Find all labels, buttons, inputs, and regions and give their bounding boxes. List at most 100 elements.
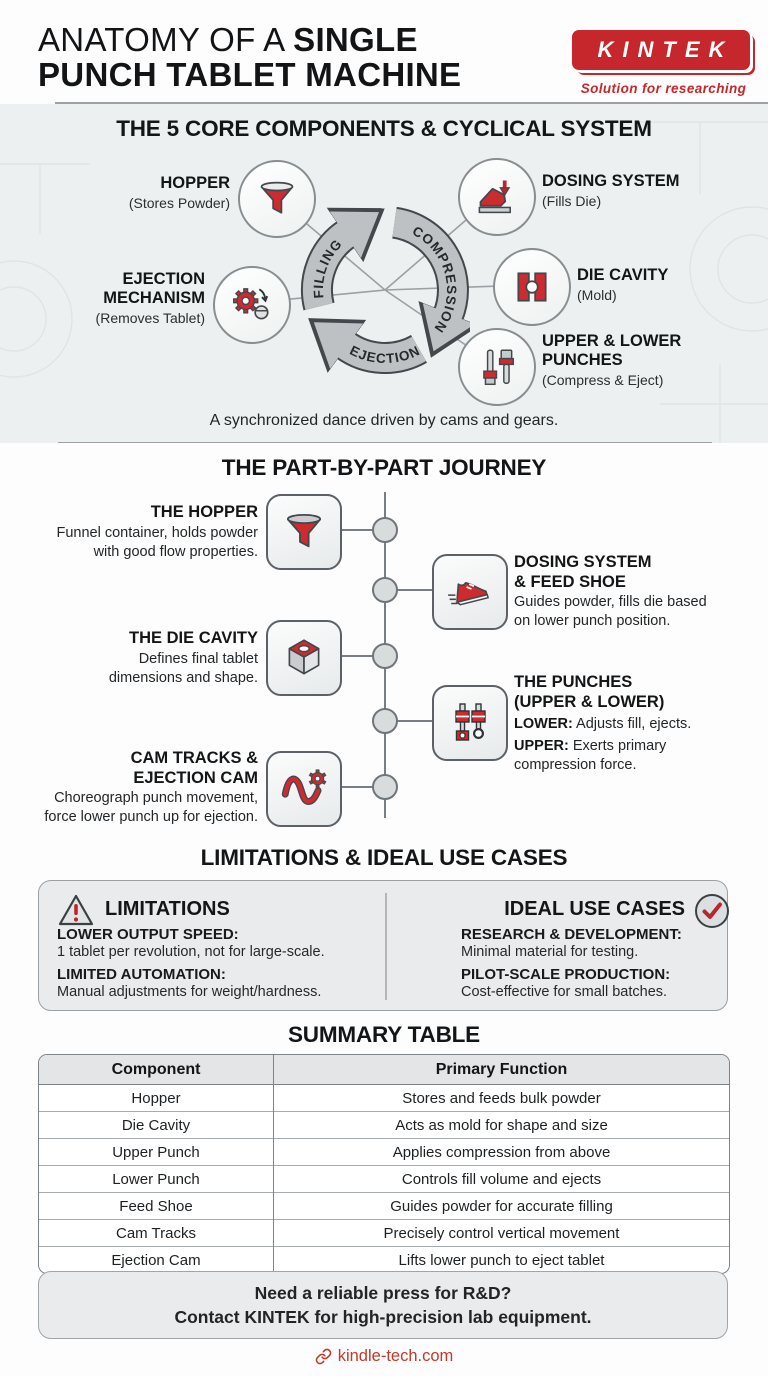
- die-cavity-icon: [517, 272, 547, 302]
- use-case-text: Minimal material for testing.: [461, 944, 639, 960]
- header-divider: [55, 102, 768, 104]
- limit-item-label: LOWER OUTPUT SPEED:: [57, 926, 239, 943]
- website-link-text: kindle-tech.com: [337, 1347, 454, 1365]
- stub: [336, 654, 385, 658]
- cell-function: Controls fill volume and ejects: [273, 1165, 729, 1193]
- use-case-text: Cost-effective for small batches.: [461, 984, 668, 1000]
- cta-line1: Need a reliable press for R&D?: [254, 1283, 512, 1303]
- cta-panel: Need a reliable press for R&D? Contact K…: [38, 1271, 728, 1339]
- limit-item-label: LIMITED AUTOMATION:: [57, 966, 226, 983]
- journey-punches-text: THE PUNCHES (UPPER & LOWER) LOWER: Adjus…: [514, 673, 692, 773]
- table-row: Hopper Stores and feeds bulk powder: [39, 1084, 729, 1112]
- cell-function: Precisely control vertical movement: [273, 1219, 729, 1247]
- journey-die-text: THE DIE CAVITY Defines final tablet dime…: [108, 629, 258, 686]
- page-title: ANATOMY OF A SINGLE PUNCH TABLET MACHINE: [38, 22, 461, 92]
- journey-title: THE PART-BY-PART JOURNEY: [221, 455, 547, 480]
- ideal-use-header: IDEAL USE CASES: [504, 898, 685, 920]
- die-cavity-node: [493, 248, 571, 326]
- title-bold: SINGLE: [293, 21, 418, 58]
- use-case-label: RESEARCH & DEVELOPMENT:: [461, 926, 682, 943]
- cell-component: Hopper: [39, 1084, 274, 1112]
- limits-panel: LIMITATIONS LOWER OUTPUT SPEED: 1 tablet…: [38, 880, 729, 1011]
- stub: [385, 719, 433, 723]
- cycle-label-ejection: EJECTION: [347, 343, 422, 366]
- hopper-label: HOPPER (Stores Powder): [128, 174, 230, 211]
- core-section-title: THE 5 CORE COMPONENTS & CYCLICAL SYSTEM: [116, 116, 652, 141]
- kintek-logo: KINTEK: [572, 30, 750, 70]
- title-line2: PUNCH TABLET MACHINE: [38, 56, 462, 93]
- funnel-icon: [286, 513, 322, 548]
- journey-section: THE PART-BY-PART JOURNEY THE HOPPER Funn…: [0, 443, 768, 845]
- journey-cam-box: [266, 751, 342, 827]
- dosing-label: DOSING SYSTEM (Fills Die): [542, 172, 680, 209]
- core-bottom-divider: [58, 441, 712, 443]
- timeline-node: [372, 774, 398, 800]
- hopper-node: [238, 160, 316, 238]
- cell-component: Feed Shoe: [39, 1192, 274, 1220]
- cell-function: Acts as mold for shape and size: [273, 1111, 729, 1139]
- limit-item-text: Manual adjustments for weight/hardness.: [57, 984, 322, 1000]
- table-header-row: Component Primary Function: [39, 1055, 729, 1085]
- journey-feedshoe-text: DOSING SYSTEM & FEED SHOE Guides powder,…: [514, 553, 707, 629]
- use-case-label: PILOT-SCALE PRODUCTION:: [461, 966, 671, 983]
- punch-pair-icon: [455, 703, 486, 741]
- stub: [336, 785, 385, 789]
- core-components-section: THE 5 CORE COMPONENTS & CYCLICAL SYSTEM: [0, 104, 768, 443]
- timeline-node: [372, 643, 398, 669]
- logo-text: KINTEK: [597, 37, 734, 62]
- website-link[interactable]: kindle-tech.com: [0, 1347, 768, 1366]
- cell-function: Guides powder for accurate filling: [273, 1192, 729, 1220]
- funnel-icon: [260, 181, 294, 214]
- stub: [336, 528, 385, 532]
- journey-hopper-text: THE HOPPER Funnel container, holds powde…: [56, 503, 258, 560]
- col-header-function: Primary Function: [273, 1055, 729, 1085]
- journey-cam-text: CAM TRACKS & EJECTION CAM Choreograph pu…: [44, 749, 258, 825]
- journey-hopper-box: [266, 494, 342, 570]
- title-regular: ANATOMY OF A: [38, 21, 294, 58]
- punches-icon: [483, 349, 514, 386]
- limits-title: LIMITATIONS & IDEAL USE CASES: [200, 845, 568, 870]
- journey-punches-box: [432, 685, 508, 761]
- check-icon: [695, 894, 729, 928]
- summary-table-title: SUMMARY TABLE: [288, 1022, 480, 1047]
- dosing-node: [458, 158, 536, 236]
- journey-feedshoe-box: [432, 554, 508, 630]
- timeline-node: [372, 517, 398, 543]
- gear-tablet-icon: [233, 288, 269, 320]
- limits-divider: [385, 893, 387, 1000]
- ejection-label: EJECTION MECHANISM (Removes Tablet): [95, 270, 205, 326]
- journey-die-box: [266, 620, 342, 696]
- cell-component: Ejection Cam: [39, 1246, 274, 1273]
- feed-shoe-icon: [478, 180, 511, 214]
- warning-icon: [58, 894, 94, 926]
- cell-function: Stores and feeds bulk powder: [402, 1089, 601, 1107]
- cycle-diagram: FILLING COMPRESSION EJECTION: [301, 206, 470, 374]
- timeline-node: [372, 577, 398, 603]
- limitations-header: LIMITATIONS: [105, 898, 230, 920]
- link-icon: [315, 1348, 332, 1365]
- punches-label: UPPER & LOWER PUNCHES (Compress & Eject): [542, 332, 682, 388]
- cell-component: Die Cavity: [39, 1111, 274, 1139]
- die-cube-icon: [288, 639, 320, 675]
- sneaker-icon: [448, 582, 489, 606]
- summary-table: Component Primary Function Hopper Stores …: [38, 1054, 730, 1274]
- stub: [385, 588, 433, 592]
- cell-component: Upper Punch: [39, 1138, 274, 1166]
- cam-gear-icon: [281, 769, 327, 805]
- col-header-component: Component: [39, 1055, 274, 1085]
- die-cavity-label: DIE CAVITY (Mold): [577, 266, 669, 303]
- limit-item-text: 1 tablet per revolution, not for large-s…: [57, 944, 325, 960]
- timeline-node: [372, 708, 398, 734]
- core-caption: A synchronized dance driven by cams and …: [209, 412, 559, 429]
- punches-node: [458, 328, 536, 406]
- cell-component: Cam Tracks: [39, 1219, 274, 1247]
- ejection-node: [213, 266, 291, 344]
